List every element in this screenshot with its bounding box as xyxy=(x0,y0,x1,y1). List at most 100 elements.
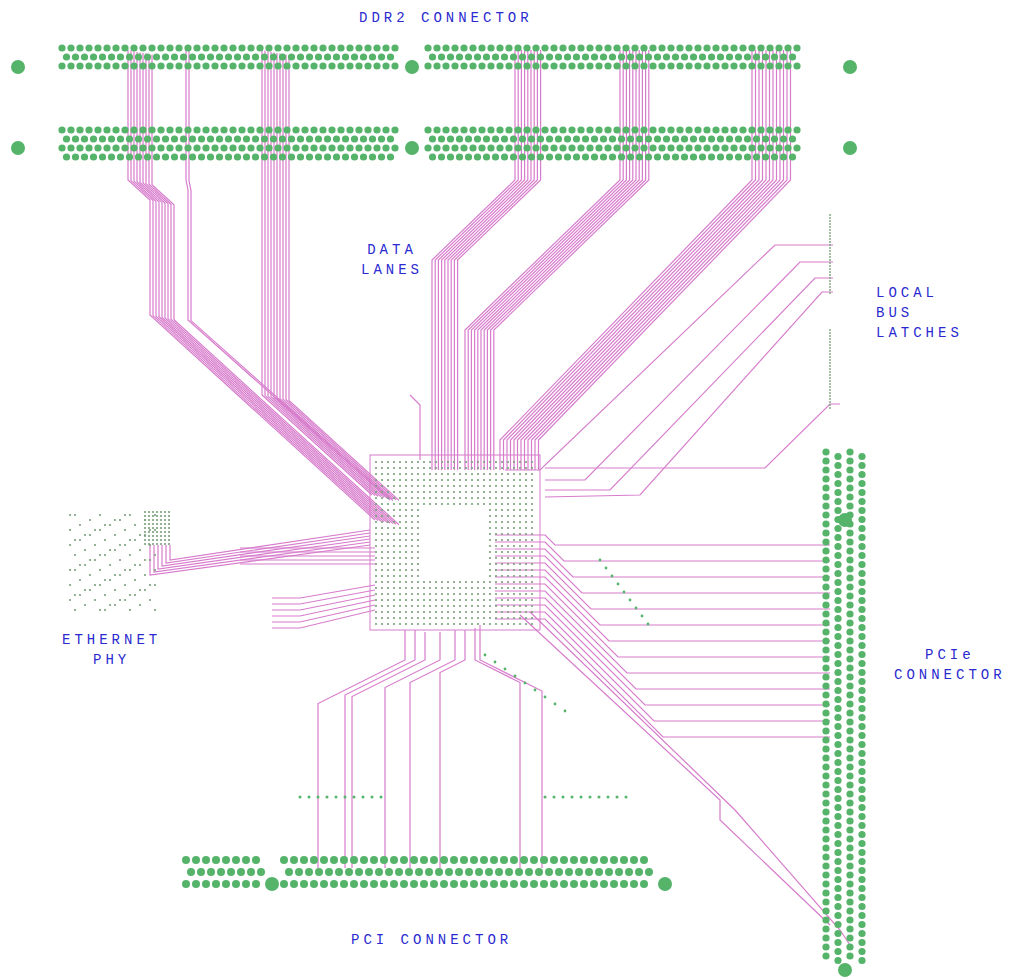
pad xyxy=(505,62,512,69)
pad xyxy=(513,623,515,625)
pad xyxy=(387,521,389,523)
pad xyxy=(429,135,436,142)
pad xyxy=(270,153,277,160)
pad xyxy=(375,605,377,607)
pad xyxy=(829,229,831,231)
pad xyxy=(505,126,512,133)
pad xyxy=(846,763,853,770)
pad xyxy=(453,611,455,613)
pad xyxy=(393,569,395,571)
pad xyxy=(519,467,521,469)
pad xyxy=(570,880,578,888)
pad xyxy=(501,467,503,469)
pad xyxy=(381,599,383,601)
pad xyxy=(525,491,527,493)
pad xyxy=(846,853,853,860)
pad xyxy=(89,534,91,536)
pad xyxy=(465,53,472,60)
pad xyxy=(550,126,557,133)
pad xyxy=(164,523,166,525)
pad xyxy=(417,563,419,565)
pad xyxy=(417,521,419,523)
pad xyxy=(489,593,491,595)
pad xyxy=(381,557,383,559)
pad xyxy=(489,557,491,559)
pad xyxy=(501,545,503,547)
pad xyxy=(829,256,831,258)
pad xyxy=(507,467,509,469)
pad xyxy=(489,521,491,523)
pad xyxy=(429,617,431,619)
pad xyxy=(94,126,101,133)
pad xyxy=(252,53,259,60)
pad xyxy=(726,53,733,60)
pad xyxy=(465,623,467,625)
pad xyxy=(834,786,841,793)
pad xyxy=(690,53,697,60)
pad xyxy=(822,574,829,581)
pad xyxy=(519,617,521,619)
pad xyxy=(591,135,598,142)
pad xyxy=(483,611,485,613)
pad xyxy=(616,796,619,799)
pad xyxy=(469,144,476,151)
pad xyxy=(846,925,853,932)
pad xyxy=(858,633,865,640)
pad xyxy=(829,347,831,349)
pad xyxy=(405,521,407,523)
pad xyxy=(858,525,865,532)
pad xyxy=(328,144,335,151)
pad xyxy=(487,126,494,133)
pad xyxy=(483,491,485,493)
pad xyxy=(85,62,92,69)
pad xyxy=(63,153,70,160)
trace xyxy=(530,612,850,945)
pad xyxy=(555,868,563,876)
trace xyxy=(487,50,642,470)
pad xyxy=(530,856,538,864)
pad xyxy=(63,135,70,142)
pad xyxy=(411,593,413,595)
pad xyxy=(793,126,800,133)
pad xyxy=(489,467,491,469)
pad xyxy=(513,611,515,613)
pad xyxy=(519,539,521,541)
pad xyxy=(525,521,527,523)
pad xyxy=(114,519,116,521)
pad xyxy=(858,732,865,739)
pad xyxy=(501,623,503,625)
pad xyxy=(834,732,841,739)
pad xyxy=(149,599,151,601)
pad xyxy=(380,796,383,799)
pad xyxy=(789,153,796,160)
pad xyxy=(507,479,509,481)
pad xyxy=(429,153,436,160)
pad xyxy=(537,53,544,60)
pad xyxy=(355,144,362,151)
pad xyxy=(822,673,829,680)
pad xyxy=(346,144,353,151)
pad xyxy=(382,126,389,133)
pad xyxy=(399,545,401,547)
pad xyxy=(471,503,473,505)
pad xyxy=(442,44,449,51)
pad xyxy=(622,144,629,151)
pad xyxy=(257,868,265,876)
trace xyxy=(410,395,420,460)
pad xyxy=(164,515,166,517)
pad xyxy=(423,497,425,499)
pad xyxy=(112,62,119,69)
pad xyxy=(393,539,395,541)
pad xyxy=(333,135,340,142)
pad xyxy=(411,569,413,571)
connector-label: DDR2 CONNECTOR xyxy=(359,8,533,28)
pad xyxy=(405,527,407,529)
pad xyxy=(649,144,656,151)
pad xyxy=(227,868,235,876)
pad xyxy=(505,144,512,151)
pad xyxy=(129,609,131,611)
pad xyxy=(405,551,407,553)
pad xyxy=(441,461,443,463)
pad xyxy=(762,53,769,60)
pad xyxy=(822,583,829,590)
